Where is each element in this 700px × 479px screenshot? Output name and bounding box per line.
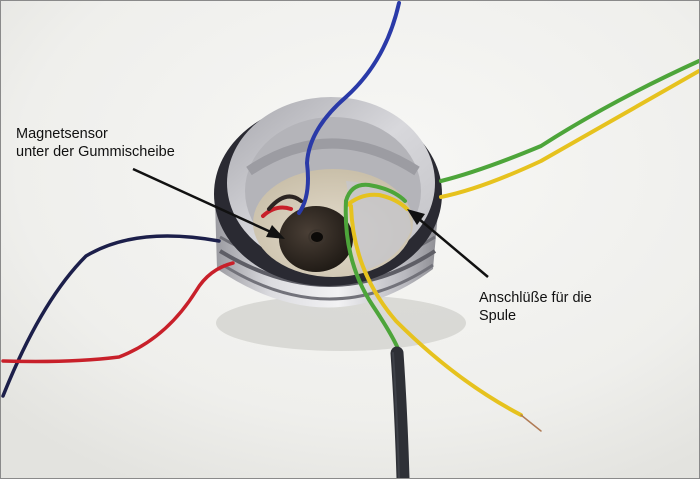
coil-caption-line1: Anschlüße für die [479,290,592,306]
black-sleeve [390,346,410,478]
coil-caption-line2: Spule [479,308,517,324]
coil-caption: Anschlüße für die Spule [479,289,592,325]
sensor-arrow [132,167,274,235]
yellow-wire [439,69,699,199]
navy-wire [1,234,221,398]
sensor-caption-line2: unter der Gummischeibe [16,144,175,160]
coil-arrowhead [407,209,425,225]
red-wire [1,261,235,364]
annotation-arrows [132,167,489,278]
rubber-disc [279,206,353,272]
blue-wire [297,1,401,215]
sensor-housing [214,97,442,308]
sensor-caption: Magnetsensor unter der Gummischeibe [16,125,175,161]
coil-arrow [418,218,489,278]
sensor-arrowhead [266,225,285,239]
sensor-caption-line1: Magnetsensor [16,126,108,142]
green-wire [439,59,699,183]
housing-shadow [216,295,466,351]
